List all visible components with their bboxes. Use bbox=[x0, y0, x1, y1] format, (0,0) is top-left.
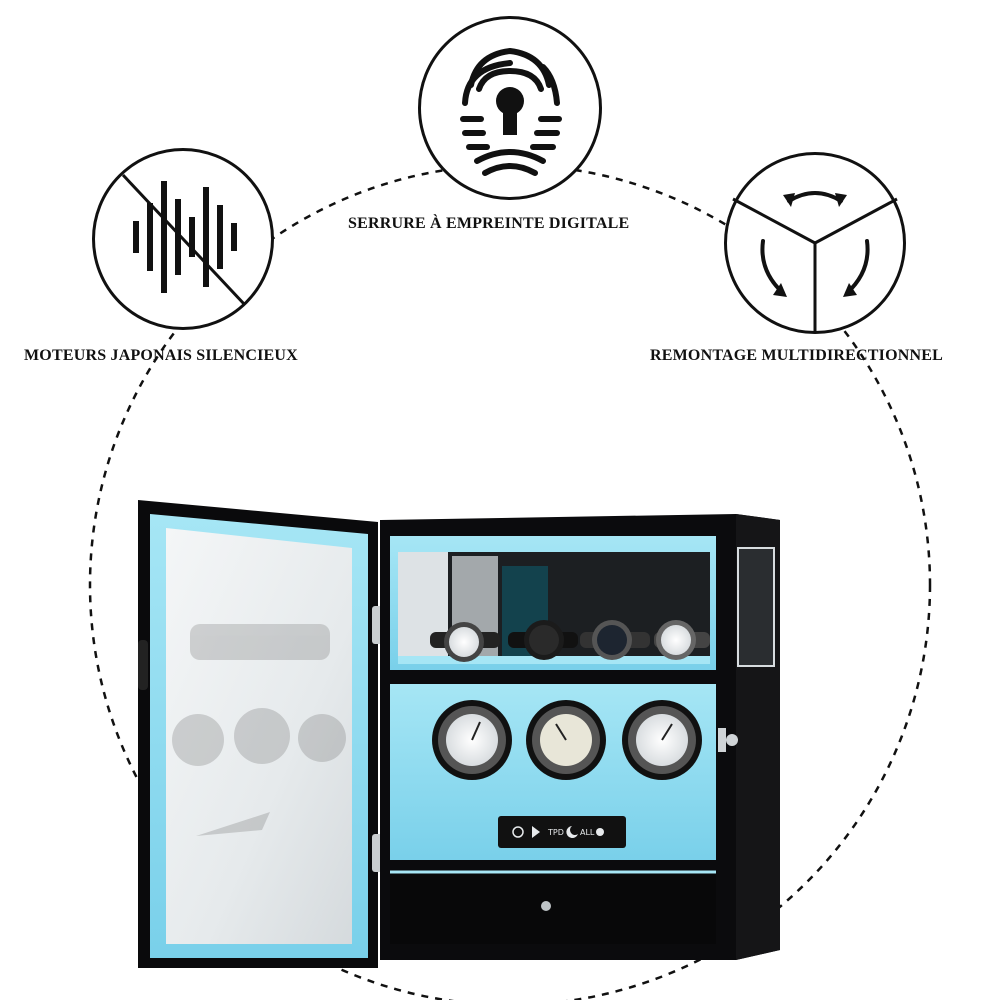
cabinet-door bbox=[138, 500, 386, 968]
no-noise-icon bbox=[92, 148, 274, 330]
storage-watches bbox=[430, 620, 710, 662]
control-all-label: ALL bbox=[580, 828, 595, 837]
feature-label-silent-motors: MOTEURS JAPONAIS SILENCIEUX bbox=[24, 347, 298, 364]
winder-1 bbox=[432, 700, 512, 780]
multidirectional-rotation-icon bbox=[724, 152, 906, 334]
control-tpd-label: TPD bbox=[547, 828, 564, 837]
winder-2 bbox=[526, 700, 606, 780]
feature-label-fingerprint-lock: SERRURE À EMPREINTE DIGITALE bbox=[348, 215, 630, 232]
winder-3 bbox=[622, 700, 702, 780]
fingerprint-lock-icon bbox=[418, 16, 602, 200]
cabinet-body: TPD ALL bbox=[380, 514, 780, 960]
feature-label-multidirectional: REMONTAGE MULTIDIRECTIONNEL bbox=[650, 347, 944, 364]
control-panel: TPD ALL bbox=[498, 816, 626, 848]
